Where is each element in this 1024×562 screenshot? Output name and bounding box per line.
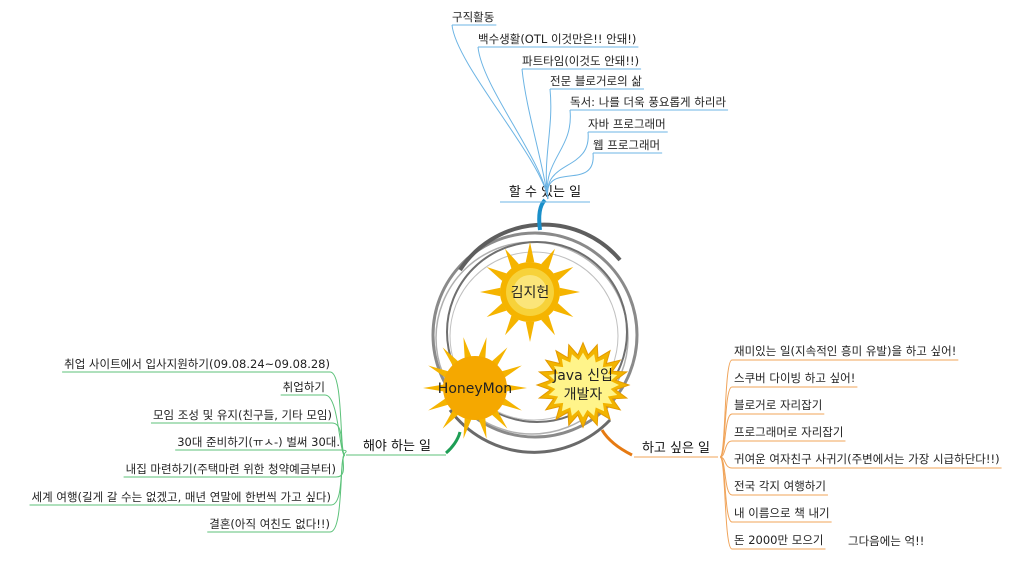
right-item[interactable]: 전국 각지 여행하기	[734, 479, 826, 493]
left-branch-title[interactable]: 해야 하는 일	[363, 439, 431, 454]
top-item[interactable]: 파트타임(이것도 안돼!!)	[522, 54, 639, 68]
java-burst: Java 신입 개발자	[537, 343, 629, 428]
right-connector	[602, 430, 632, 455]
right-item[interactable]: 돈 2000만 모으기	[734, 533, 823, 547]
sun-ray	[480, 288, 500, 297]
right-extra-note[interactable]: 그다음에는 억!!	[848, 534, 924, 548]
right-branch-title[interactable]: 하고 싶은 일	[642, 441, 710, 456]
right-item[interactable]: 귀여운 여자친구 사귀기(주변에서는 가장 시급하단다!!)	[734, 452, 1000, 466]
top-item-connector	[452, 25, 548, 199]
java-label-line2[interactable]: 개발자	[564, 387, 603, 403]
top-item[interactable]: 구직활동	[452, 10, 494, 24]
java-label-line1[interactable]: Java 신입	[552, 368, 613, 384]
top-item[interactable]: 전문 블로거로의 삶	[550, 74, 642, 88]
left-item[interactable]: 취업 사이트에서 입사지원하기(09.08.24~09.08.28)	[64, 357, 330, 371]
left-connector	[446, 432, 460, 453]
right-item[interactable]: 내 이름으로 책 내기	[734, 506, 830, 520]
sun-ray	[526, 322, 535, 342]
top-item-connector	[478, 47, 548, 199]
right-item[interactable]: 스쿠버 다이빙 하고 싶어!	[734, 371, 855, 385]
sun-ray	[560, 288, 580, 297]
honeymon-label[interactable]: HoneyMon	[438, 381, 512, 397]
left-item[interactable]: 모임 조성 및 유지(친구들, 기타 모임)	[153, 408, 332, 422]
name-sun: 김지헌	[480, 242, 580, 342]
top-item-connector	[522, 69, 548, 199]
center-title[interactable]: 김지헌	[511, 285, 550, 301]
top-item-connector	[546, 89, 551, 199]
left-item[interactable]: 결혼(아직 여친도 없다!!)	[209, 517, 330, 531]
top-item[interactable]: 독서: 나를 더욱 풍요롭게 하리라	[570, 95, 726, 109]
top-item[interactable]: 자바 프로그래머	[588, 117, 666, 131]
left-item[interactable]: 취업하기	[283, 380, 325, 394]
left-item[interactable]: 세계 여행(길게 갈 수는 없겠고, 매년 연말에 한번씩 가고 싶다)	[32, 490, 331, 504]
right-item[interactable]: 프로그래머로 자리잡기	[734, 425, 843, 439]
honeymon-sun: HoneyMon	[423, 337, 527, 438]
right-item[interactable]: 재미있는 일(지속적인 흥미 유발)을 하고 싶어!	[734, 344, 956, 358]
left-item[interactable]: 30대 준비하기(ㅠㅅ-) 벌써 30대.	[177, 435, 340, 449]
top-item[interactable]: 백수생활(OTL 이것만은!! 안돼!)	[478, 32, 636, 46]
right-branch: 하고 싶은 일 재미있는 일(지속적인 흥미 유발)을 하고 싶어! 스쿠버 다이…	[634, 344, 1002, 549]
left-item[interactable]: 내집 마련하기(주택마련 위한 청약예금부터)	[126, 462, 336, 476]
top-item[interactable]: 웹 프로그래머	[593, 138, 660, 152]
right-item[interactable]: 블로거로 자리잡기	[734, 398, 822, 412]
left-branch: 해야 하는 일 취업 사이트에서 입사지원하기(09.08.24~09.08.2…	[30, 357, 446, 532]
